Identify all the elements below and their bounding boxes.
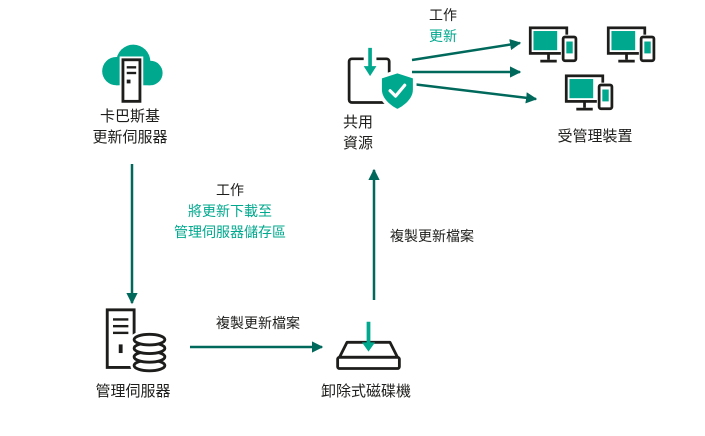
- update-task-label: 工作 更新: [408, 6, 478, 48]
- shared-resource-icon: [347, 47, 417, 113]
- download-task-line1: 將更新下載至: [188, 204, 272, 220]
- removable-drive-label: 卸除式磁碟機: [320, 382, 411, 400]
- shared-resource-label-line2: 資源: [343, 134, 374, 152]
- admin-server-label: 管理伺服器: [95, 382, 171, 400]
- managed-device-icon-1: [528, 26, 579, 63]
- download-task-label: 工作 將更新下載至 管理伺服器儲存區: [150, 181, 310, 244]
- shared-resource-label: 共用 資源: [343, 112, 373, 154]
- update-server-label: 卡巴斯基 更新伺服器: [60, 106, 200, 148]
- update-task-action: 更新: [429, 29, 457, 45]
- update-task-title: 工作: [429, 8, 457, 24]
- managed-device-icon-3: [564, 74, 615, 111]
- managed-devices-label: 受管理裝置: [557, 127, 633, 145]
- download-task-title: 工作: [216, 183, 244, 199]
- arrow-update-device-3: [411, 82, 538, 104]
- shared-resource-label-line1: 共用: [343, 113, 374, 131]
- admin-server-icon: [105, 308, 169, 375]
- copy-to-share-label: 複製更新檔案: [390, 229, 474, 245]
- removable-drive-icon: [336, 321, 401, 370]
- cloud-update-server-icon: [102, 44, 163, 105]
- copy-to-drive-label: 複製更新檔案: [216, 316, 300, 332]
- download-task-line2: 管理伺服器儲存區: [174, 225, 286, 241]
- managed-device-icon-2: [606, 26, 657, 63]
- update-server-label-line1: 卡巴斯基: [99, 107, 160, 125]
- update-server-label-line2: 更新伺服器: [92, 128, 168, 146]
